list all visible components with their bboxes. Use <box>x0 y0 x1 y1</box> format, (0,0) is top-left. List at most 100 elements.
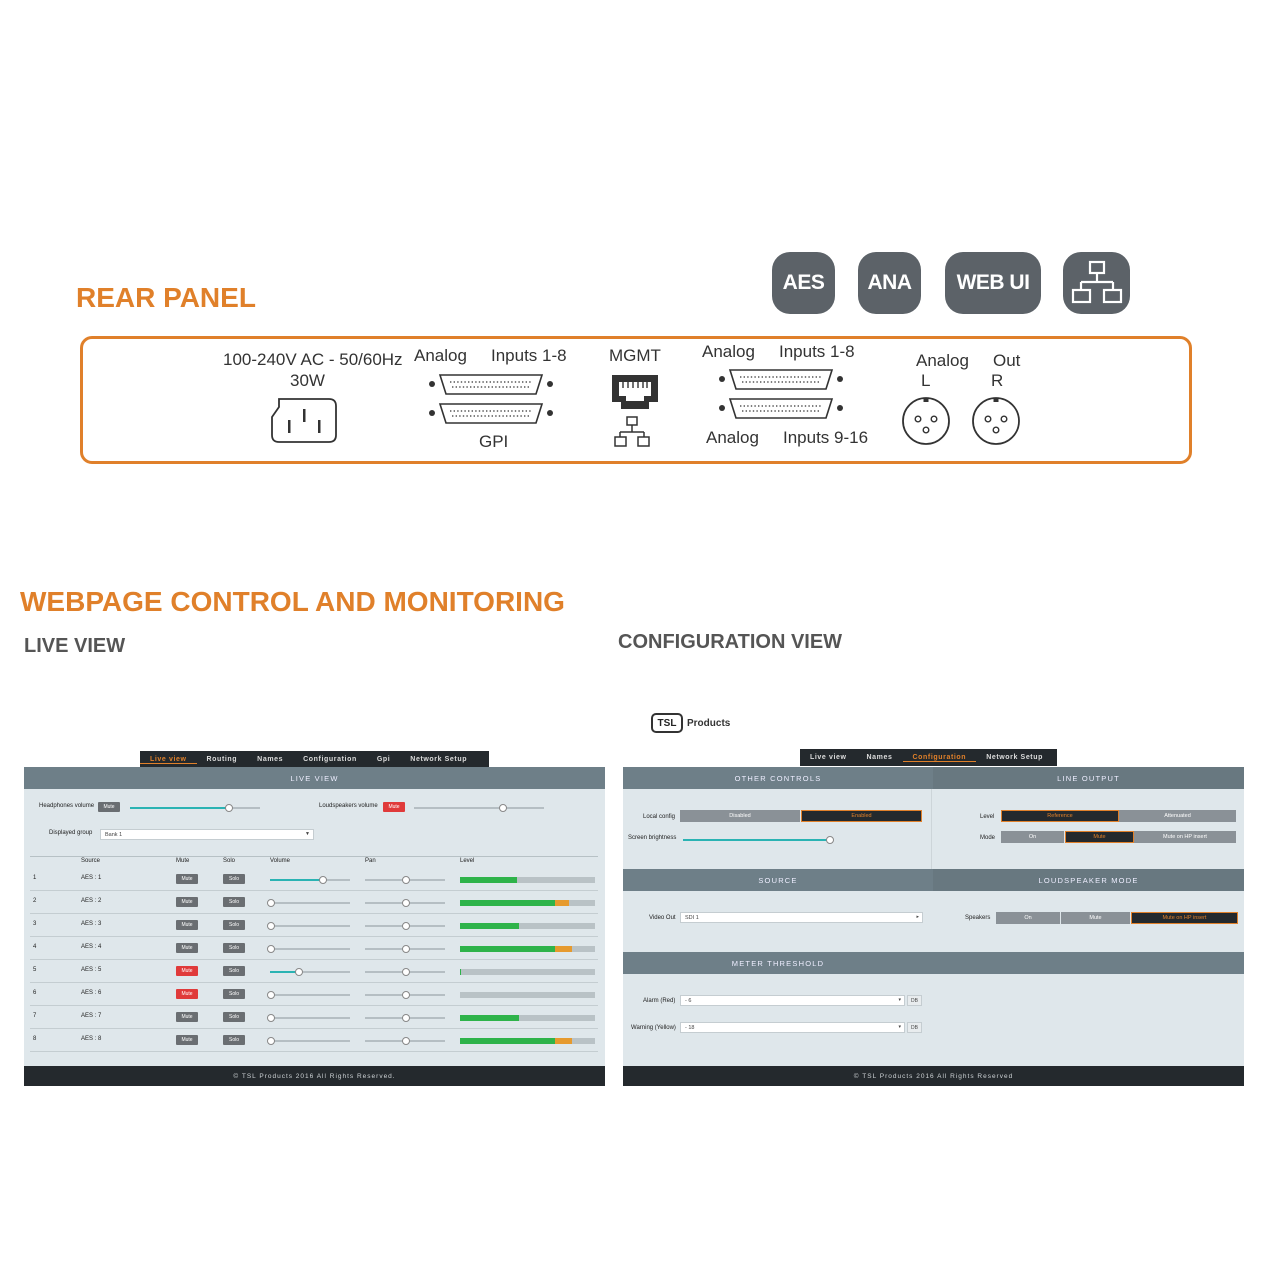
live-tab-names[interactable]: Names <box>257 756 284 763</box>
headphones-volume-fill <box>130 807 228 809</box>
channel-solo-button[interactable]: Solo <box>223 874 245 884</box>
mode-on[interactable]: On <box>1001 831 1065 843</box>
xlr-label-left: L <box>921 371 931 390</box>
channel-number: 3 <box>33 921 37 927</box>
channel-volume-knob[interactable] <box>267 1037 275 1045</box>
channel-volume-slider[interactable] <box>267 922 350 930</box>
live-tab-routing[interactable]: Routing <box>206 756 238 763</box>
channel-solo-button[interactable]: Solo <box>223 943 245 953</box>
line-output-header: LINE OUTPUT <box>933 767 1244 789</box>
channel-mute-button[interactable]: Mute <box>176 966 198 976</box>
channel-volume-knob[interactable] <box>267 899 275 907</box>
channel-pan-slider[interactable] <box>365 968 445 976</box>
live-tab-gpi[interactable]: Gpi <box>376 756 391 763</box>
channel-pan-slider[interactable] <box>365 945 445 953</box>
rear-panel-outline <box>80 336 1192 464</box>
channel-volume-slider[interactable] <box>270 876 350 884</box>
channel-solo-button[interactable]: Solo <box>223 920 245 930</box>
channel-mute-button[interactable]: Mute <box>176 920 198 930</box>
channel-level-meter <box>460 1015 595 1021</box>
channel-volume-knob[interactable] <box>267 922 275 930</box>
speakers-mute[interactable]: Mute <box>1061 912 1131 924</box>
channel-level-meter <box>460 969 595 975</box>
headphones-mute-button[interactable]: Mute <box>98 802 120 812</box>
mode-mute-on-hp-insert[interactable]: Mute on HP insert <box>1134 831 1237 843</box>
channel-source: AES : 4 <box>81 944 102 950</box>
channel-mute-button[interactable]: Mute <box>176 897 198 907</box>
channel-volume-slider[interactable] <box>270 968 350 976</box>
config-tab-configuration[interactable]: Configuration <box>902 754 977 762</box>
channel-volume-knob[interactable] <box>267 1014 275 1022</box>
channel-volume-knob[interactable] <box>267 991 275 999</box>
level-attenuated[interactable]: Attenuated <box>1119 810 1237 822</box>
video-out-select[interactable]: SDI 1 ▸ <box>680 912 923 923</box>
headphones-volume-slider[interactable] <box>130 804 260 812</box>
channel-pan-knob[interactable] <box>402 1037 410 1045</box>
mgmt-label: MGMT <box>609 346 661 365</box>
channel-source: AES : 2 <box>81 898 102 904</box>
config-tab-network-setup[interactable]: Network Setup <box>986 754 1043 761</box>
channel-volume-slider[interactable] <box>267 945 350 953</box>
channel-pan-knob[interactable] <box>402 1014 410 1022</box>
row-divider <box>30 1028 598 1029</box>
channel-mute-button[interactable]: Mute <box>176 1012 198 1022</box>
displayed-group-select[interactable]: Bank 1 ▼ <box>100 829 314 840</box>
dsub2-label-analog-bottom: Analog <box>706 428 759 447</box>
channel-mute-button[interactable]: Mute <box>176 1035 198 1045</box>
screen-brightness-knob[interactable] <box>826 836 834 844</box>
channel-pan-slider[interactable] <box>365 922 445 930</box>
channel-pan-knob[interactable] <box>402 991 410 999</box>
headphones-volume-knob[interactable] <box>224 804 233 812</box>
web-section-title: WEBPAGE CONTROL AND MONITORING <box>20 586 565 617</box>
channel-mute-button[interactable]: Mute <box>176 989 198 999</box>
live-tab-bar: Live view Routing Names Configuration Gpi Net… <box>140 751 489 768</box>
channel-pan-knob[interactable] <box>402 922 410 930</box>
speakers-mute-on-hp-insert[interactable]: Mute on HP insert <box>1131 912 1238 924</box>
channel-volume-knob[interactable] <box>295 968 303 976</box>
loudspeakers-volume-knob[interactable] <box>499 804 508 812</box>
channel-volume-slider[interactable] <box>267 1014 350 1022</box>
local-config-disabled[interactable]: Disabled <box>680 810 801 822</box>
channel-volume-slider[interactable] <box>267 899 350 907</box>
channel-mute-button[interactable]: Mute <box>176 874 198 884</box>
channel-pan-slider[interactable] <box>365 991 445 999</box>
channel-solo-button[interactable]: Solo <box>223 989 245 999</box>
loudspeakers-volume-label: Loudspeakers volume <box>319 803 378 809</box>
channel-pan-slider[interactable] <box>365 1037 445 1045</box>
config-tab-names[interactable]: Names <box>866 754 893 761</box>
channel-volume-slider[interactable] <box>267 1037 350 1045</box>
alarm-red-select[interactable]: - 6 ▾ <box>680 995 905 1006</box>
channel-number: 4 <box>33 944 37 950</box>
channel-pan-knob[interactable] <box>402 876 410 884</box>
channel-pan-knob[interactable] <box>402 899 410 907</box>
channel-solo-button[interactable]: Solo <box>223 1035 245 1045</box>
screen-brightness-slider[interactable] <box>683 836 834 844</box>
live-tab-live-view[interactable]: Live view <box>140 756 197 764</box>
local-config-enabled[interactable]: Enabled <box>801 810 922 822</box>
live-tab-configuration[interactable]: Configuration <box>303 756 357 763</box>
channel-volume-slider[interactable] <box>267 991 350 999</box>
loudspeakers-mute-button[interactable]: Mute <box>383 802 405 812</box>
channel-pan-knob[interactable] <box>402 945 410 953</box>
mode-mute[interactable]: Mute <box>1065 831 1134 843</box>
live-tab-network-setup[interactable]: Network Setup <box>410 756 468 763</box>
channel-pan-slider[interactable] <box>365 899 445 907</box>
meter-threshold-header: METER THRESHOLD <box>623 952 933 974</box>
xlr-label-out: Out <box>993 351 1021 370</box>
config-tab-live-view[interactable]: Live view <box>810 754 847 761</box>
warning-yellow-select[interactable]: - 18 ▾ <box>680 1022 905 1033</box>
channel-number: 5 <box>33 967 37 973</box>
loudspeakers-volume-slider[interactable] <box>414 804 544 812</box>
channel-pan-slider[interactable] <box>365 1014 445 1022</box>
channel-pan-knob[interactable] <box>402 968 410 976</box>
channel-volume-knob[interactable] <box>267 945 275 953</box>
channel-solo-button[interactable]: Solo <box>223 897 245 907</box>
web-ui-badge-label: WEB UI <box>956 271 1030 294</box>
channel-mute-button[interactable]: Mute <box>176 943 198 953</box>
speakers-on[interactable]: On <box>996 912 1061 924</box>
channel-volume-knob[interactable] <box>319 876 327 884</box>
channel-pan-slider[interactable] <box>365 876 445 884</box>
channel-solo-button[interactable]: Solo <box>223 966 245 976</box>
channel-solo-button[interactable]: Solo <box>223 1012 245 1022</box>
level-reference[interactable]: Reference <box>1001 810 1119 822</box>
